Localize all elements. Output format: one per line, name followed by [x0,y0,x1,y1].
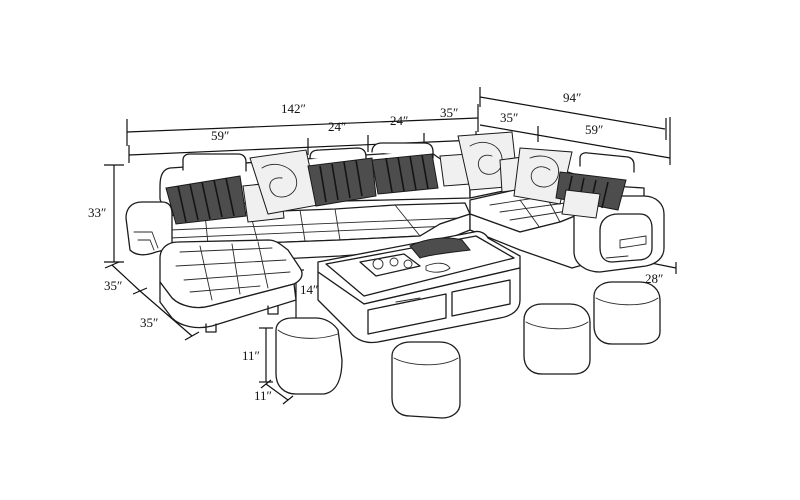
label-right-corner: 35″ [500,110,518,125]
ottoman-right-back [593,281,661,345]
label-corner-width: 35″ [440,105,458,120]
pillows [165,131,627,225]
ottomans [275,281,661,419]
pillow-striped-middle-b [371,153,439,195]
right-arm-shelf [599,213,653,263]
dimension-lines [104,87,677,405]
label-right-length: 94″ [563,90,581,105]
table-plant [409,237,471,259]
table-drawer [367,293,447,335]
headrest-middle-b [371,142,434,159]
label-arm-depth: 28″ [645,271,663,286]
chaise-base [159,281,297,329]
table-open-shelf [451,279,511,317]
label-middle-seat-b: 24″ [390,113,408,128]
ottoman-right-front [523,303,591,375]
label-ottoman-height: 11″ [242,348,260,363]
label-overall-length: 142″ [281,101,306,116]
label-back-height: 33″ [88,205,106,220]
pillow-plain-far-right [561,189,601,219]
label-middle-seat-a: 24″ [328,119,346,134]
label-ottoman-width: 11″ [254,388,272,403]
dimension-labels: 142″ 94″ 59″ 24″ 24″ 35″ 35″ 59″ 33″ 35″… [88,90,663,403]
ottoman-left [275,317,343,395]
ottoman-front [391,341,461,419]
label-right-seat-width: 59″ [585,122,603,137]
label-chaise-depth: 35″ [104,278,122,293]
headrest-right [579,152,635,173]
label-left-seat-width: 59″ [211,128,229,143]
label-table-height: 14″ [300,282,318,297]
label-chaise-width: 35″ [140,315,158,330]
coffee-table [317,230,521,344]
headrest-left [182,153,247,172]
